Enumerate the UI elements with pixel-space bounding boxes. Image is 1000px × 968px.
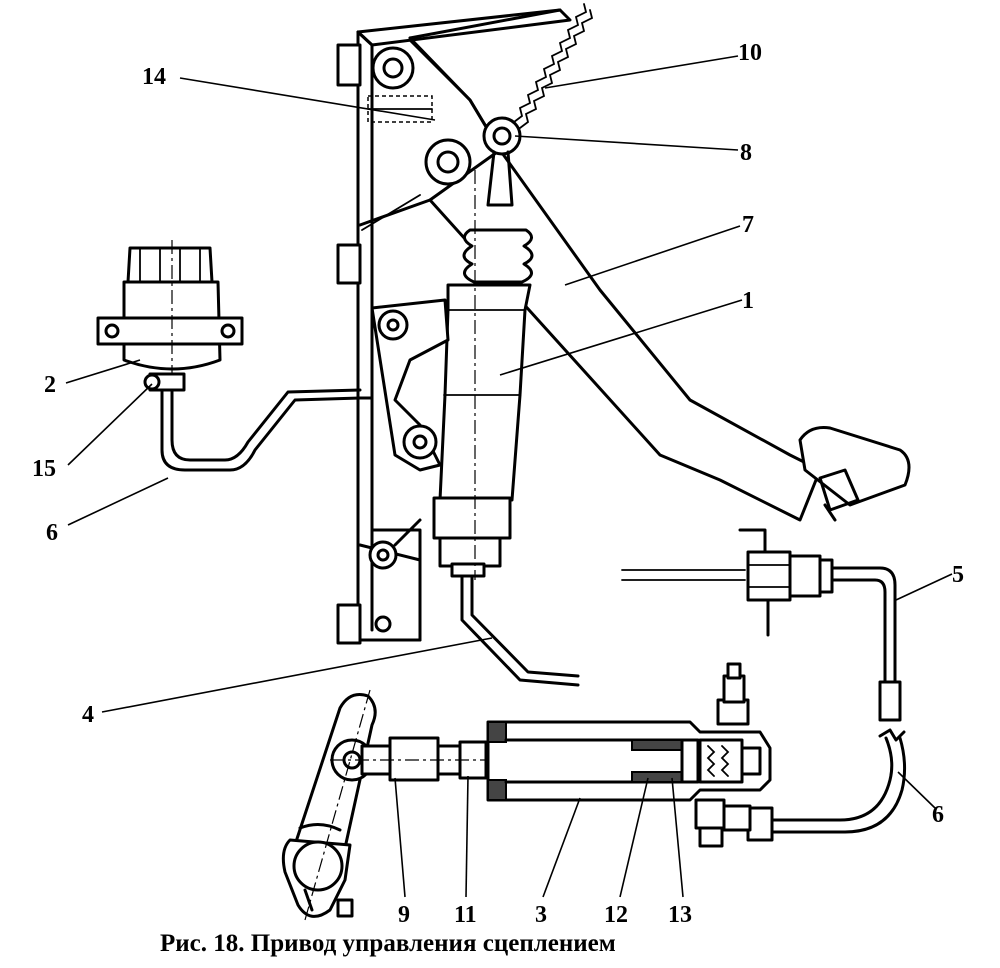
figure-caption: Рис. 18. Привод управления сцеплением: [160, 930, 616, 957]
pushrod-fork: [482, 116, 522, 207]
callout-5: 5: [952, 562, 964, 588]
callout-2: 2: [44, 372, 56, 398]
callout-6a: 6: [46, 520, 58, 546]
fluid-reservoir: [96, 240, 244, 400]
callout-1: 1: [742, 288, 754, 314]
pedal-bracket: [336, 8, 572, 645]
lower-fluid-pipe: [746, 728, 907, 842]
callout-14: 14: [142, 64, 166, 90]
bulkhead-fitting: [621, 528, 902, 722]
upper-fluid-pipe: [160, 388, 374, 472]
leader-lines: [65, 55, 953, 898]
master-cylinder: [432, 170, 534, 580]
return-spring: [513, 3, 594, 129]
cylinder-mount-bracket: [370, 298, 450, 472]
callout-3: 3: [535, 902, 547, 928]
callout-6b: 6: [932, 802, 944, 828]
callout-12: 12: [604, 902, 628, 928]
slave-cylinder: [486, 662, 772, 848]
callout-11: 11: [454, 902, 477, 928]
callout-9: 9: [398, 902, 410, 928]
callout-13: 13: [668, 902, 692, 928]
callout-7: 7: [742, 212, 754, 238]
callout-8: 8: [740, 140, 752, 166]
pressure-pipe: [460, 574, 580, 687]
callout-10: 10: [738, 40, 762, 66]
callout-4: 4: [82, 702, 94, 728]
callout-15: 15: [32, 456, 56, 482]
release-lever: [281, 689, 377, 921]
callout-labels: 1 2 3 4 5 6 6 7 8 9 10 11 12 13 14 15: [32, 40, 964, 928]
